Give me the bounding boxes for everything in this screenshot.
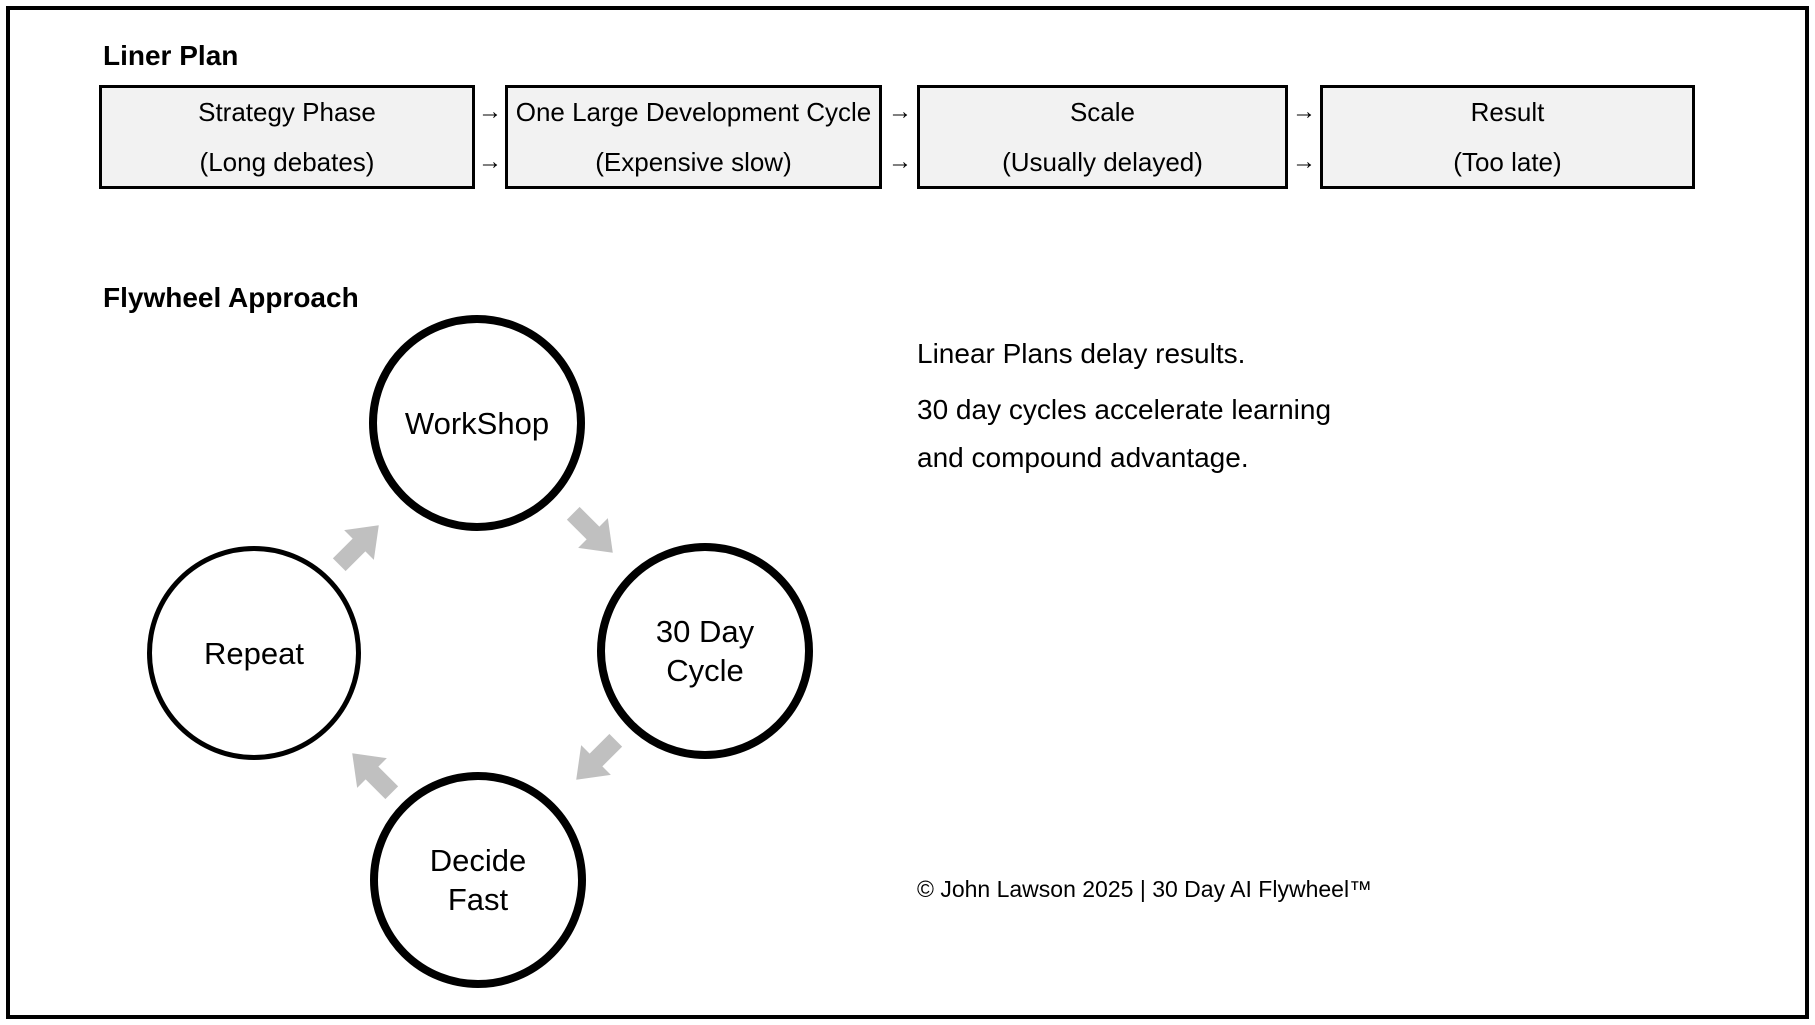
aside-paragraph-linear-plans: Linear Plans delay results. [917,338,1246,369]
right-arrow-icon: → [888,148,912,175]
step-name: Scale [1069,97,1136,127]
cycle-node-30-day-cycle: 30 Day Cycle [597,543,813,759]
node-label: Repeat [204,635,304,671]
step-box-strategy-phase: Strategy Phase (Long debates) [99,85,475,189]
step-name: Strategy Phase [198,97,376,127]
step-note: (Long debates) [199,147,375,177]
step-name: Result [1470,97,1545,127]
cycle-arrow-workshop-to-30-day-icon [566,506,613,553]
right-arrow-icon: → [478,98,502,125]
step-box-development-cycle: One Large Development Cycle (Expensive s… [505,85,882,189]
cycle-arrow-30-day-to-decide-fast-icon [576,733,623,780]
linear-plan-title: Liner Plan [103,40,239,71]
cycle-arrow-repeat-to-workshop-icon [332,525,379,572]
step-box-scale: Scale (Usually delayed) [917,85,1288,189]
node-label: WorkShop [404,405,550,441]
cycle-node-repeat: Repeat [147,546,361,760]
step-box-result: Result (Too late) [1320,85,1695,189]
connector-arrows-1: → → [475,85,505,189]
flywheel-approach-title: Flywheel Approach [103,282,359,313]
right-arrow-icon: → [888,98,912,125]
step-note: (Usually delayed) [1002,147,1203,177]
aside-paragraph-line: and compound advantage. [917,442,1249,473]
right-arrow-icon: → [478,148,502,175]
node-label: Decide [429,843,527,878]
node-label: 30 Day [655,614,755,649]
step-note: (Too late) [1453,147,1562,177]
node-label: Fast [447,882,509,917]
right-arrow-icon: → [1292,148,1316,175]
cycle-node-decide-fast: Decide Fast [370,772,586,988]
connector-arrows-2: → → [885,85,915,189]
connector-arrows-3: → → [1289,85,1319,189]
cycle-node-workshop: WorkShop [369,315,585,531]
aside-paragraph-30-day-cycles: 30 day cycles accelerate learning and co… [917,386,1331,482]
aside-paragraph-line: 30 day cycles accelerate learning [917,394,1332,425]
right-arrow-icon: → [1292,98,1316,125]
copyright-text: © John Lawson 2025 | 30 Day AI Flywheel™ [917,876,1373,902]
step-name: One Large Development Cycle [515,97,872,127]
step-note: (Expensive slow) [595,147,792,177]
cycle-arrow-decide-fast-to-repeat-icon [352,753,399,800]
node-label: Cycle [666,653,744,688]
